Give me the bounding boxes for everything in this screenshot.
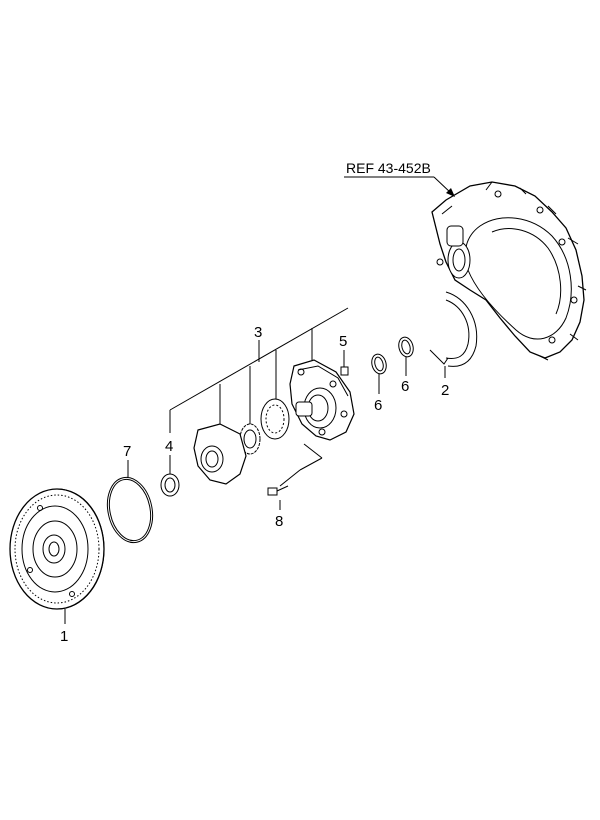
callout-labels: 1 2 3 4 5 6 6 7 8 — [60, 324, 449, 645]
callout-6a: 6 — [374, 397, 382, 414]
callout-6b: 6 — [401, 378, 409, 395]
part-6-seal-ring-b — [398, 336, 414, 358]
part-1-torque-converter — [9, 488, 105, 610]
part-7-o-ring — [106, 476, 154, 544]
transmission-housing — [431, 181, 587, 361]
part-5-bolt — [340, 362, 349, 376]
reference-label: REF 43-452B — [346, 160, 431, 176]
callout-7: 7 — [123, 443, 131, 460]
part-3-gear — [239, 423, 261, 455]
callout-8: 8 — [275, 513, 283, 530]
part-8-bolt — [267, 485, 289, 496]
callout-4: 4 — [165, 438, 173, 455]
part-4-oil-seal — [160, 473, 180, 497]
leader-lines — [64, 307, 446, 624]
part-2-snap-ring — [429, 291, 478, 367]
part-3-pump-body — [289, 359, 355, 441]
callout-3: 3 — [254, 324, 262, 341]
part-3-outer-ring — [260, 398, 290, 440]
callout-2: 2 — [441, 382, 449, 399]
callout-5: 5 — [339, 333, 347, 350]
reference-label-group: REF 43-452B — [344, 160, 455, 197]
reference-arrowhead — [446, 188, 455, 197]
part-6-seal-ring-a — [371, 353, 387, 375]
part-3-pump-cover — [193, 423, 247, 485]
callout-1: 1 — [60, 628, 68, 645]
